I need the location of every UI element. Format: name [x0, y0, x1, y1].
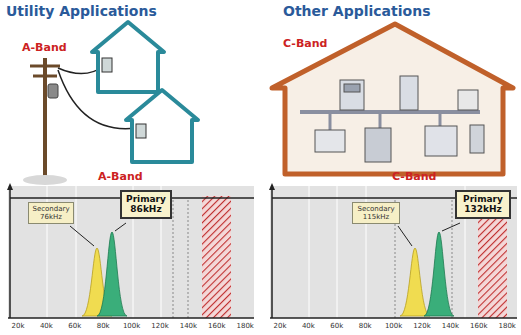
band-label: A-Band — [98, 171, 143, 184]
axis-tick-label: 100k — [385, 322, 402, 330]
panel-title: Other Applications — [283, 3, 430, 19]
house-outline — [272, 24, 513, 174]
house — [126, 90, 198, 162]
axis-tick-label: 80k — [359, 322, 372, 330]
axis-tick-label: 40k — [302, 322, 315, 330]
panel-title: Utility Applications — [6, 3, 157, 19]
devices — [300, 76, 484, 162]
callout-text: Secondary 76kHz — [32, 205, 70, 221]
callout-text: Primary 86kHz — [126, 194, 166, 215]
axis-tick-label: 160k — [470, 322, 487, 330]
axis-tick-label: 120k — [151, 322, 168, 330]
axis-tick-label: 140k — [442, 322, 459, 330]
callout-box: Primary 86kHz — [120, 190, 172, 219]
spectrum-chart — [7, 183, 254, 318]
callout-text: Secondary 115kHz — [356, 205, 396, 221]
axis-tick-label: 20k — [274, 322, 287, 330]
house — [92, 22, 164, 92]
axis-tick-label: 40k — [40, 322, 53, 330]
axis-tick-label: 120k — [413, 322, 430, 330]
band-label: C-Band — [392, 171, 436, 184]
callout-text: Primary 132kHz — [461, 194, 505, 215]
band-label: A-Band — [22, 42, 67, 55]
callout-box: Secondary 76kHz — [28, 202, 74, 224]
axis-tick-label: 60k — [330, 322, 343, 330]
axis-tick-label: 80k — [97, 322, 110, 330]
axis-tick-label: 20k — [12, 322, 25, 330]
axis-tick-label: 100k — [123, 322, 140, 330]
axis-tick-label: 160k — [208, 322, 225, 330]
band-label: C-Band — [283, 38, 327, 51]
spectrum-chart — [269, 183, 517, 318]
axis-tick-label: 140k — [180, 322, 197, 330]
axis-tick-label: 60k — [68, 322, 81, 330]
axis-tick-label: 180k — [498, 322, 515, 330]
axis-tick-label: 180k — [236, 322, 253, 330]
callout-box: Primary 132kHz — [455, 190, 511, 219]
callout-box: Secondary 115kHz — [352, 202, 400, 224]
